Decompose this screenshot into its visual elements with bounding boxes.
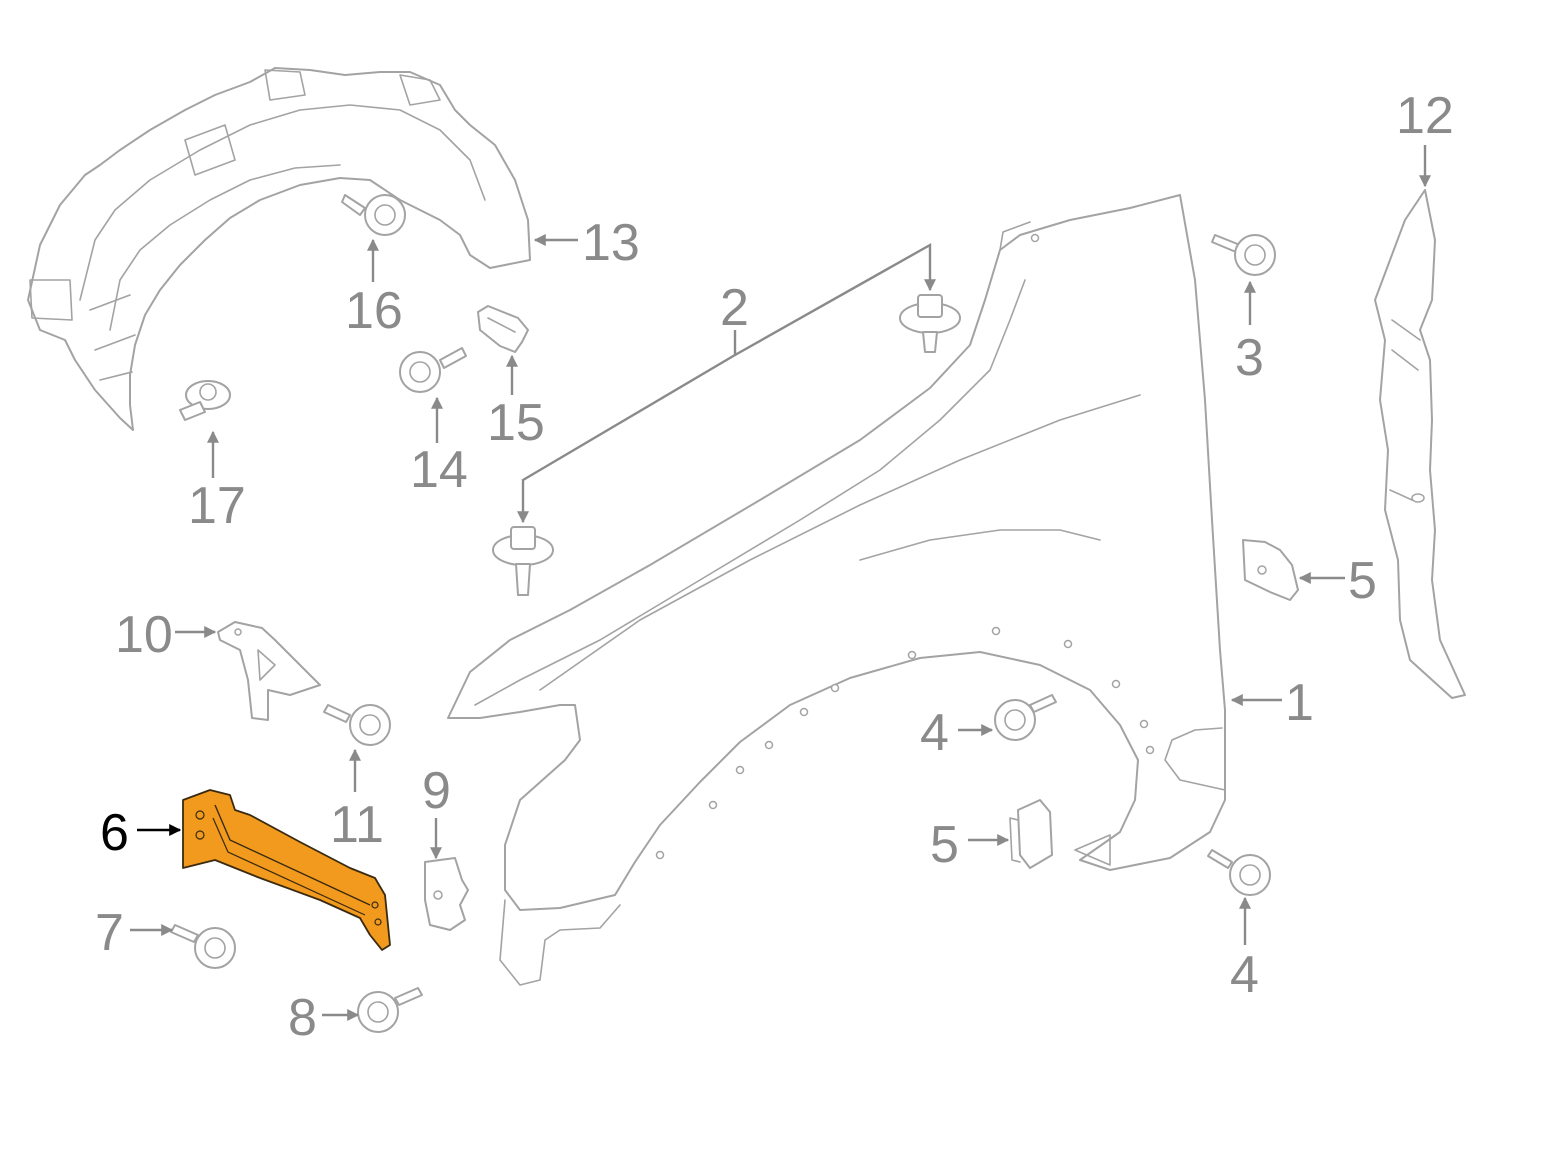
leader-lines <box>130 145 1431 1021</box>
callout-10: 10 <box>115 606 173 664</box>
bolt-part-3 <box>1211 234 1276 276</box>
callout-labels: 1 2 3 4 4 5 5 6 7 8 9 10 11 12 13 14 15 … <box>95 87 1454 1047</box>
callout-8: 8 <box>288 989 317 1047</box>
bolt-part-4-lower <box>1207 849 1271 896</box>
callout-5-lower: 5 <box>930 816 959 874</box>
callout-4-lower: 4 <box>1230 946 1259 1004</box>
callout-1: 1 <box>1285 674 1314 732</box>
callout-14: 14 <box>410 441 468 499</box>
callout-17: 17 <box>188 477 246 535</box>
clip-part-5-upper <box>1242 539 1299 601</box>
callout-12: 12 <box>1396 87 1454 145</box>
callout-16: 16 <box>345 282 403 340</box>
callout-11: 11 <box>330 796 384 854</box>
callout-13: 13 <box>582 214 640 272</box>
apron-seal-part-12 <box>1374 189 1466 699</box>
pushpin-part-17 <box>179 380 231 421</box>
leader-2-lower <box>517 330 737 524</box>
clip-part-9 <box>424 857 469 931</box>
bolt-part-7 <box>170 924 236 969</box>
callout-7: 7 <box>95 904 124 962</box>
bolt-part-11 <box>323 704 391 746</box>
bolt-part-16 <box>341 194 406 236</box>
callout-6: 6 <box>100 804 129 862</box>
pushpin-part-2-upper <box>899 294 961 353</box>
fasteners <box>170 194 1276 1033</box>
bracket-part-10 <box>217 621 321 721</box>
fender-support-bracket-part-6 <box>182 789 391 951</box>
front-fender-part-1 <box>447 194 1226 986</box>
clip-part-15 <box>477 305 529 353</box>
callout-3: 3 <box>1235 329 1264 387</box>
wheelhouse-liner-part-13 <box>27 67 531 431</box>
callout-9: 9 <box>422 762 451 820</box>
callout-4-upper: 4 <box>920 704 949 762</box>
bolt-part-4-upper <box>994 694 1057 741</box>
bolt-part-14 <box>399 347 467 393</box>
fender-holes <box>655 233 1155 860</box>
callout-15: 15 <box>487 394 545 452</box>
pushpin-part-2-lower <box>492 526 554 596</box>
callout-5-upper: 5 <box>1348 552 1377 610</box>
callout-2: 2 <box>720 279 749 337</box>
clip-part-5-lower <box>1009 799 1053 869</box>
bolt-part-8 <box>357 987 423 1033</box>
leader-2-upper <box>734 242 936 357</box>
